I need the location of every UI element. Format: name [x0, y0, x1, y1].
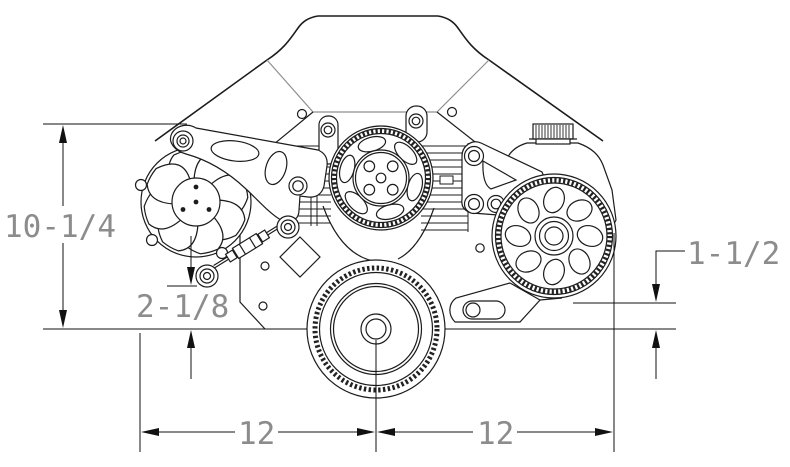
crank-centerlines	[43, 328, 676, 452]
dimension-alternator-drop: 2-1/8	[136, 236, 229, 379]
tensioner-tab	[449, 282, 563, 323]
engine-mount-boss	[279, 236, 321, 278]
dim-label-12-left: 12	[238, 416, 275, 452]
alternator-bracket	[169, 124, 328, 222]
dim-label-10-1-4: 10-1/4	[4, 209, 116, 245]
dim-label-12-right: 12	[477, 416, 514, 452]
dimension-height-overall: 10-1/4	[4, 123, 187, 328]
dimension-span-left: 12	[139, 333, 375, 452]
adjuster-turnbuckle	[195, 215, 300, 288]
alternator-fan	[143, 149, 249, 255]
dimension-span-right: 12	[377, 233, 615, 452]
alternator	[134, 146, 252, 260]
power-steering-pump-pulley	[491, 173, 617, 299]
dimension-pump-drop: 1-1/2	[573, 236, 780, 379]
crank-pulley	[306, 259, 446, 399]
wp-pulley-slots	[338, 135, 424, 221]
dim-label-2-1-8: 2-1/8	[136, 289, 229, 325]
reservoir-cap	[529, 123, 577, 145]
ps-pulley-holes	[504, 186, 604, 286]
dim-label-1-1-2: 1-1/2	[687, 236, 780, 272]
water-pump-pulley	[328, 125, 434, 231]
